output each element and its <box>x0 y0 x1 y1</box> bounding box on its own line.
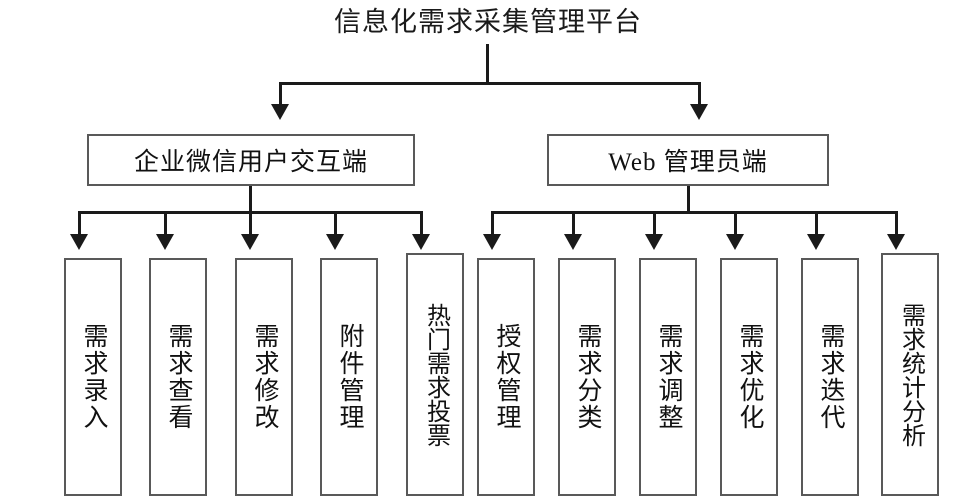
leaf-label-xuqiu-tongji-fenxi: 需求统计分析 <box>897 302 924 447</box>
webadmin-arrow-3 <box>645 234 663 250</box>
wecom-arrow-2 <box>156 234 174 250</box>
root-drop-right <box>698 82 701 106</box>
branch-box-web-admin[interactable]: Web 管理员端 <box>547 134 829 186</box>
webadmin-drop-6 <box>895 211 898 236</box>
leaf-box-xuqiu-chakan[interactable]: 需求查看 <box>149 258 207 496</box>
wecom-drop-1 <box>78 211 81 236</box>
webadmin-drop-4 <box>734 211 737 236</box>
webadmin-arrow-6 <box>887 234 905 250</box>
leaf-label-xuqiu-tiaozheng: 需求调整 <box>655 323 682 431</box>
root-bus-line <box>280 82 700 85</box>
leaf-label-remen-xuqiu-toupiao: 热门需求投票 <box>422 302 449 447</box>
webadmin-drop-1 <box>491 211 494 236</box>
webadmin-stem-line <box>687 186 690 213</box>
wecom-drop-3 <box>249 211 252 236</box>
branch-box-wecom-client[interactable]: 企业微信用户交互端 <box>87 134 415 186</box>
wecom-arrow-4 <box>326 234 344 250</box>
wecom-drop-2 <box>164 211 167 236</box>
webadmin-drop-3 <box>653 211 656 236</box>
root-drop-left <box>279 82 282 106</box>
leaf-box-remen-xuqiu-toupiao[interactable]: 热门需求投票 <box>406 253 464 496</box>
wecom-arrow-1 <box>70 234 88 250</box>
leaf-box-xuqiu-tiaozheng[interactable]: 需求调整 <box>639 258 697 496</box>
webadmin-arrow-1 <box>483 234 501 250</box>
leaf-box-xuqiu-fenlei[interactable]: 需求分类 <box>558 258 616 496</box>
webadmin-drop-2 <box>572 211 575 236</box>
wecom-drop-5 <box>420 211 423 236</box>
branch-label-wecom-client: 企业微信用户交互端 <box>133 149 368 176</box>
root-arrow-left <box>271 104 289 120</box>
leaf-label-xuqiu-diedai: 需求迭代 <box>817 323 844 431</box>
webadmin-arrow-4 <box>726 234 744 250</box>
leaf-label-shouquan-guanli: 授权管理 <box>493 323 520 431</box>
wecom-arrow-3 <box>241 234 259 250</box>
leaf-box-xuqiu-xiugai[interactable]: 需求修改 <box>235 258 293 496</box>
wecom-arrow-5 <box>412 234 430 250</box>
leaf-box-fujian-guanli[interactable]: 附件管理 <box>320 258 378 496</box>
root-arrow-right <box>690 104 708 120</box>
leaf-label-xuqiu-fenlei: 需求分类 <box>574 323 601 431</box>
root-stem-line <box>486 44 489 84</box>
leaf-label-xuqiu-luru: 需求录入 <box>80 323 107 431</box>
wecom-stem-line <box>249 186 252 213</box>
leaf-box-xuqiu-youhua[interactable]: 需求优化 <box>720 258 778 496</box>
webadmin-arrow-2 <box>564 234 582 250</box>
leaf-label-xuqiu-xiugai: 需求修改 <box>251 323 278 431</box>
webadmin-drop-5 <box>815 211 818 236</box>
leaf-label-xuqiu-chakan: 需求查看 <box>165 323 192 431</box>
leaf-box-xuqiu-luru[interactable]: 需求录入 <box>64 258 122 496</box>
leaf-box-xuqiu-tongji-fenxi[interactable]: 需求统计分析 <box>881 253 939 496</box>
diagram-title: 信息化需求采集管理平台 <box>334 7 642 37</box>
webadmin-bus-line <box>491 211 898 214</box>
leaf-box-shouquan-guanli[interactable]: 授权管理 <box>477 258 535 496</box>
leaf-label-xuqiu-youhua: 需求优化 <box>736 323 763 431</box>
branch-label-web-admin: Web 管理员端 <box>608 149 768 176</box>
leaf-label-fujian-guanli: 附件管理 <box>336 323 363 431</box>
leaf-box-xuqiu-diedai[interactable]: 需求迭代 <box>801 258 859 496</box>
wecom-drop-4 <box>334 211 337 236</box>
webadmin-arrow-5 <box>807 234 825 250</box>
